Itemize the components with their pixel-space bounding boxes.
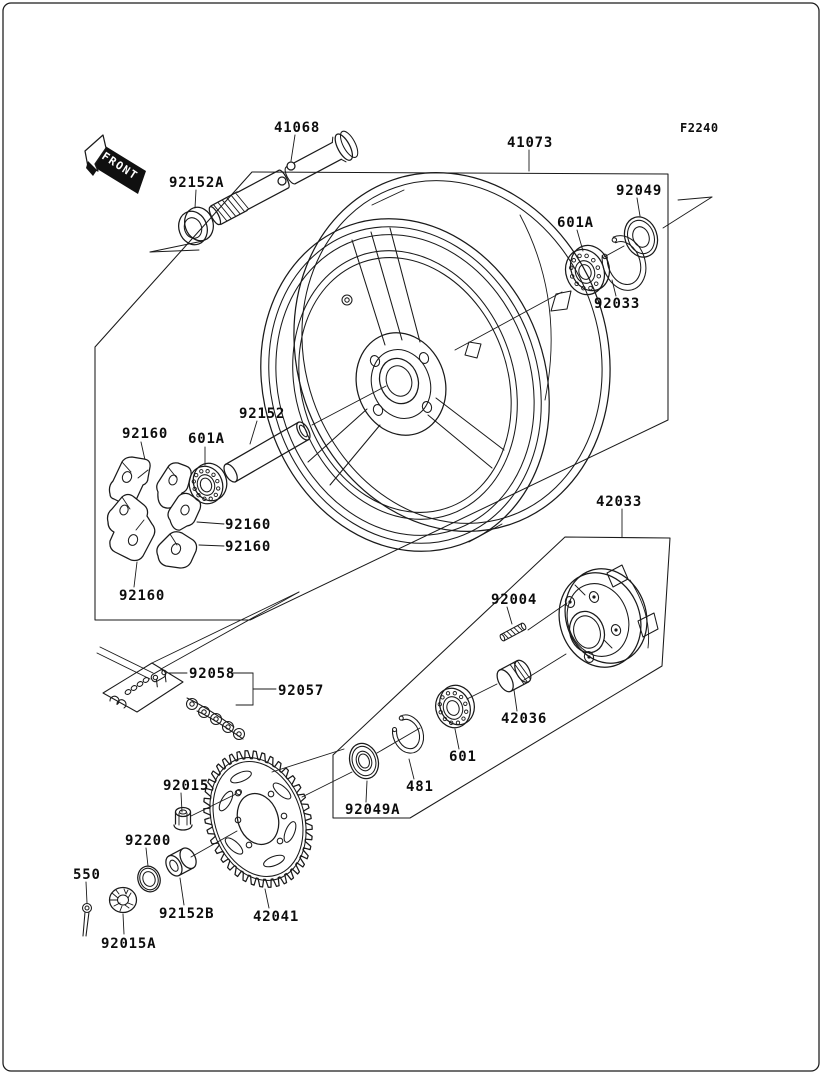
- spacer-92152: [223, 421, 311, 483]
- nut-92015: [173, 806, 193, 831]
- front-direction-arrow: FRONT: [84, 134, 146, 194]
- part-label-92058: 92058: [189, 666, 235, 682]
- seal-92049a: [348, 742, 380, 780]
- part-label-92200: 92200: [125, 833, 171, 849]
- part-label-92057: 92057: [278, 683, 324, 699]
- washer-92152a: [178, 206, 214, 246]
- sprocket-42041: [203, 750, 313, 888]
- part-label-92015a: 92015A: [101, 936, 156, 952]
- sleeve-nut-42036: [496, 659, 532, 693]
- part-label-92004: 92004: [491, 592, 537, 608]
- damper-92160: [156, 531, 198, 569]
- washer-92200: [137, 865, 161, 893]
- part-label-92160-r2: 92160: [225, 539, 271, 555]
- master-link-92058: [109, 669, 167, 709]
- damper-92160: [167, 492, 202, 531]
- part-labels: 41068 92152A 41073 F2240 92049 601A 9203…: [73, 120, 719, 952]
- group-box-coupling: [332, 536, 671, 819]
- part-label-41068: 41068: [274, 120, 320, 136]
- axle-41068: [208, 130, 359, 226]
- part-label-601: 601: [449, 749, 477, 765]
- part-label-42033: 42033: [596, 494, 642, 510]
- part-label-42041: 42041: [253, 909, 299, 925]
- part-label-550: 550: [73, 867, 101, 883]
- chain-92057: [185, 697, 246, 741]
- coupling-42033: [558, 564, 659, 668]
- part-label-92152: 92152: [239, 406, 285, 422]
- bearing-601a-top: [564, 244, 611, 296]
- part-label-601a-mid: 601A: [188, 431, 225, 447]
- figure-code: F2240: [680, 121, 719, 135]
- castle-nut-92015a: [108, 886, 138, 914]
- bearing-601: [435, 684, 475, 729]
- part-label-601a-top: 601A: [557, 215, 594, 231]
- part-label-92160-r1: 92160: [225, 517, 271, 533]
- part-label-92033: 92033: [594, 296, 640, 312]
- damper-set-92160: [106, 456, 202, 569]
- circlip-92033: [601, 235, 647, 291]
- part-label-41073: 41073: [507, 135, 553, 151]
- stud-92004: [499, 622, 527, 642]
- group-box-master-link: [102, 662, 184, 713]
- cotter-pin-550: [81, 902, 93, 937]
- part-label-92049: 92049: [616, 183, 662, 199]
- part-label-42036: 42036: [501, 711, 547, 727]
- part-label-92152a: 92152A: [169, 175, 224, 191]
- part-label-92152b: 92152B: [159, 906, 214, 922]
- wheel-41073: [260, 172, 611, 552]
- bearing-ball-details: [191, 253, 602, 725]
- circlip-481: [391, 714, 425, 754]
- damper-92160: [106, 493, 156, 562]
- part-label-92160-b: 92160: [119, 588, 165, 604]
- collar-92152b: [165, 847, 197, 877]
- group-box-wheel: [94, 171, 669, 621]
- part-label-481: 481: [406, 779, 434, 795]
- part-label-92049a: 92049A: [345, 802, 400, 818]
- part-label-92160-tl: 92160: [122, 426, 168, 442]
- seal-92049: [623, 216, 659, 258]
- part-label-92015: 92015: [163, 778, 209, 794]
